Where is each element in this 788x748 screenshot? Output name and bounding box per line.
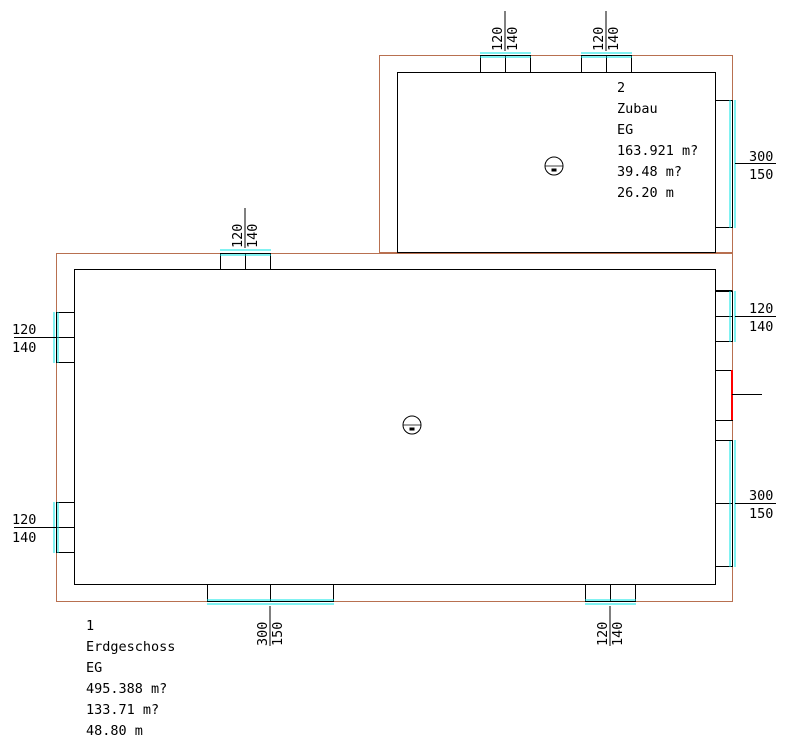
room-perimeter: 26.20 m xyxy=(617,185,674,201)
window-width-label: 120 xyxy=(749,301,773,317)
window-width-label: 120 xyxy=(591,27,607,51)
window-label-zubau-right: 300 150 xyxy=(735,149,776,183)
window-width-label: 120 xyxy=(595,622,611,646)
window-label-eg-right-1: 120 140 xyxy=(735,301,776,335)
window-height-label: 140 xyxy=(606,27,622,51)
window-label-eg-left-1: 120 140 xyxy=(12,322,56,356)
room-info-zubau: 2 Zubau EG 163.921 m? 39.48 m? 26.20 m xyxy=(617,80,698,201)
window-label-eg-bottom-2: 120 140 xyxy=(595,606,626,646)
room-level: EG xyxy=(86,660,102,676)
window-width-label: 120 xyxy=(490,27,506,51)
window-height-label: 150 xyxy=(749,167,773,183)
room-number: 2 xyxy=(617,80,625,96)
window-eg-bottom-1 xyxy=(207,584,334,605)
window-eg-bottom-2 xyxy=(585,584,636,605)
window-eg-top xyxy=(220,249,271,270)
room-stamp-mark xyxy=(409,427,415,431)
window-width-label: 120 xyxy=(12,322,36,338)
room-volume: 495.388 m? xyxy=(86,681,167,697)
window-width-label: 120 xyxy=(12,512,36,528)
window-zubau-top-2 xyxy=(581,52,632,73)
room-stamp-erdgeschoss xyxy=(402,415,422,435)
window-height-label: 140 xyxy=(12,530,36,546)
room-name: Erdgeschoss xyxy=(86,639,175,655)
room-erdgeschoss xyxy=(56,253,733,602)
window-frame xyxy=(715,100,733,228)
window-height-label: 140 xyxy=(12,340,36,356)
room-volume: 163.921 m? xyxy=(617,143,698,159)
window-width-label: 300 xyxy=(749,149,773,165)
erdgeschoss-wall xyxy=(74,269,716,585)
room-area: 39.48 m? xyxy=(617,164,682,180)
window-height-label: 150 xyxy=(270,622,286,646)
room-perimeter: 48.80 m xyxy=(86,723,143,739)
window-zubau-top-1 xyxy=(480,52,531,73)
room-area: 133.71 m? xyxy=(86,702,159,718)
room-number: 1 xyxy=(86,618,94,634)
window-height-label: 140 xyxy=(245,224,261,248)
window-height-label: 150 xyxy=(749,506,773,522)
window-label-zubau-top-1: 120 140 xyxy=(490,11,521,51)
room-name: Zubau xyxy=(617,101,658,117)
window-width-label: 120 xyxy=(230,224,246,248)
window-width-label: 300 xyxy=(749,488,773,504)
window-label-eg-bottom-1: 300 150 xyxy=(255,606,286,646)
window-label-zubau-top-2: 120 140 xyxy=(591,11,622,51)
window-label-eg-left-2: 120 140 xyxy=(12,512,56,546)
room-level: EG xyxy=(617,122,633,138)
erdgeschoss-outer-outline xyxy=(56,253,733,602)
room-info-erdgeschoss: 1 Erdgeschoss EG 495.388 m? 133.71 m? 48… xyxy=(86,618,175,739)
window-width-label: 300 xyxy=(255,622,271,646)
room-stamp-mark xyxy=(551,168,557,172)
window-height-label: 140 xyxy=(610,622,626,646)
window-height-label: 140 xyxy=(505,27,521,51)
window-height-label: 140 xyxy=(749,319,773,335)
window-label-eg-right-2: 300 150 xyxy=(735,488,776,522)
window-label-eg-top: 120 140 xyxy=(230,208,261,248)
room-stamp-zubau xyxy=(544,156,564,176)
